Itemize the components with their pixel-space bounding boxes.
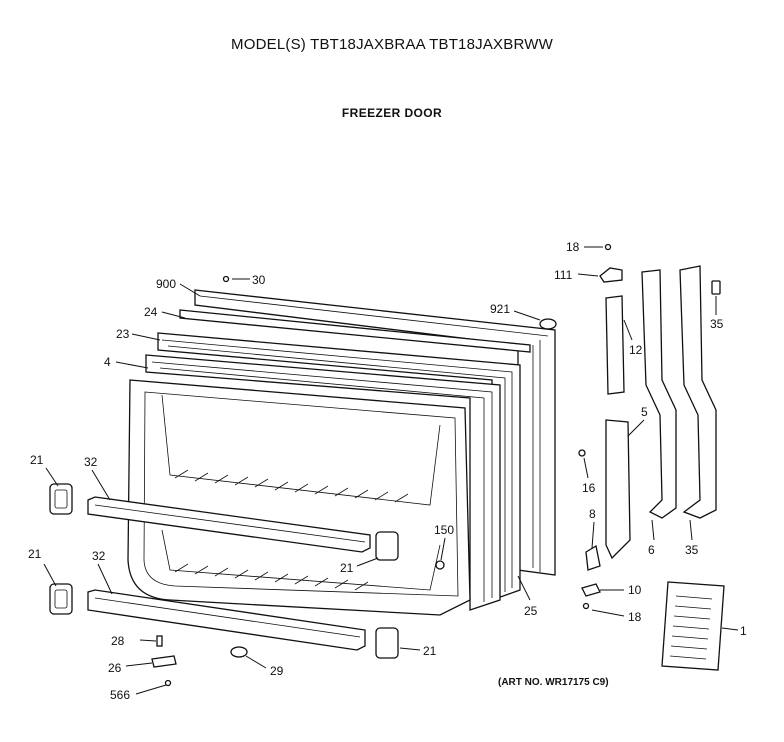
callout-18-top: 18 — [566, 240, 580, 254]
bracket-26 — [151, 655, 177, 668]
bushing-10 — [581, 583, 601, 597]
callout-32-bottom: 32 — [92, 549, 106, 563]
bumper-29 — [230, 646, 248, 658]
callout-25: 25 — [524, 604, 538, 618]
callout-21-left-top: 21 — [30, 453, 44, 467]
callout-900: 900 — [156, 277, 176, 291]
callout-21-mid: 21 — [340, 561, 354, 575]
callout-111: 111 — [554, 268, 573, 282]
handle-trim-35 — [679, 265, 717, 519]
shelf-end-cap-left-top — [49, 483, 73, 515]
callout-35-bottom: 35 — [685, 543, 699, 557]
callout-8: 8 — [589, 507, 596, 521]
callout-5: 5 — [641, 405, 648, 419]
callout-21-bottom-right: 21 — [423, 644, 437, 658]
door-top-trim — [179, 309, 531, 353]
screw-18-bottom — [582, 602, 590, 610]
callout-28: 28 — [111, 634, 125, 648]
cam-8 — [585, 544, 601, 571]
manual-1 — [661, 581, 725, 671]
door-frame — [145, 354, 501, 611]
shelf-end-cap-bottom-right — [375, 627, 399, 659]
callout-566: 566 — [110, 688, 130, 702]
leader-lines — [43, 246, 739, 695]
callout-32-top: 32 — [84, 455, 98, 469]
shelf-end-cap-left-bottom — [49, 583, 73, 615]
cap-35 — [711, 280, 721, 295]
screw-30 — [222, 275, 230, 283]
plug-150 — [435, 560, 445, 570]
shelf-bar-lower — [87, 589, 366, 651]
callout-921: 921 — [490, 302, 510, 316]
callout-26: 26 — [108, 661, 122, 675]
handle-6 — [641, 269, 677, 519]
callout-30: 30 — [252, 273, 266, 287]
screw-16 — [578, 449, 586, 457]
clip-28 — [156, 635, 163, 647]
callout-21-left-bottom: 21 — [28, 547, 42, 561]
shelf-bar-upper — [87, 496, 371, 553]
callout-12: 12 — [629, 343, 643, 357]
callout-16: 16 — [582, 481, 596, 495]
callout-6: 6 — [648, 543, 655, 557]
art-number: (ART NO. WR17175 C9) — [498, 677, 609, 688]
hinge-cap-111 — [599, 267, 623, 283]
callout-18-bottom: 18 — [628, 610, 642, 624]
hinge-bracket-5 — [605, 419, 631, 560]
callout-4: 4 — [104, 355, 111, 369]
section-title: FREEZER DOOR — [341, 106, 443, 120]
callout-35-top: 35 — [710, 317, 724, 331]
callout-1: 1 — [740, 624, 747, 638]
callout-24: 24 — [144, 305, 158, 319]
screw-566 — [164, 679, 172, 687]
callout-10: 10 — [628, 583, 642, 597]
callout-29: 29 — [270, 664, 284, 678]
hinge-plate-12 — [605, 295, 625, 395]
callout-150: 150 — [434, 523, 454, 537]
callout-23: 23 — [116, 327, 130, 341]
model-title: MODEL(S) TBT18JAXBRAA TBT18JAXBRWW — [231, 36, 553, 53]
plug-921 — [539, 318, 557, 330]
inner-door-liner — [127, 379, 471, 616]
screw-18-top — [604, 243, 612, 251]
shelf-end-cap-mid — [375, 531, 399, 561]
